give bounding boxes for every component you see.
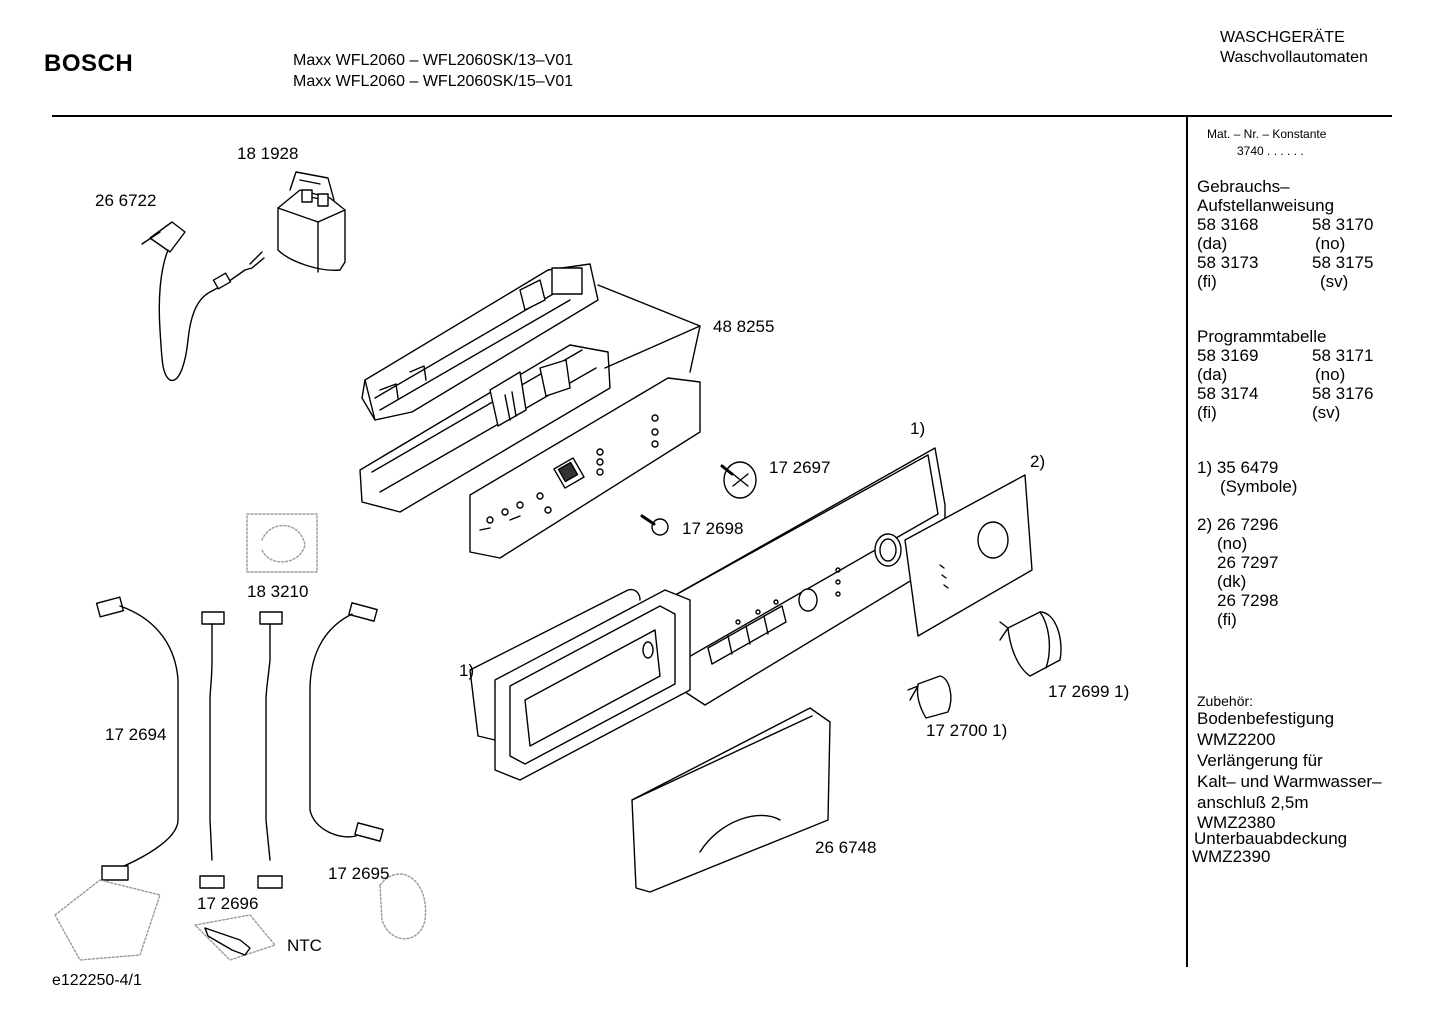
label-part-172697: 17 2697 — [769, 458, 831, 477]
reference-sketches — [54, 513, 427, 961]
exploded-parts-drawing — [54, 171, 1062, 961]
accessory-item: Unterbauabdeckung — [1194, 829, 1348, 848]
label-part-183210: 18 3210 — [247, 582, 309, 601]
module-tray-drawing — [359, 344, 611, 513]
manual-row: 58 3175 — [1312, 253, 1374, 272]
manual-title-1: Gebrauchs– — [1197, 177, 1290, 196]
label-part-488255: 48 8255 — [713, 317, 775, 336]
note2-line: 26 7297 — [1217, 553, 1279, 572]
manual-row: (da) — [1197, 234, 1228, 253]
program-row: 58 3171 — [1312, 346, 1374, 365]
label-ref-1a: 1) — [910, 419, 926, 438]
manual-row: (fi) — [1197, 272, 1217, 291]
label-part-172699: 17 2699 1) — [1048, 682, 1130, 701]
manual-row: 58 3170 — [1312, 215, 1374, 234]
program-row: 58 3176 — [1312, 384, 1374, 403]
note2-line: (no) — [1217, 534, 1248, 553]
accessories-title: Zubehör: — [1197, 693, 1254, 709]
brand-logo: BOSCH — [44, 50, 134, 77]
mat-nr-value: 3740 . . . . . . — [1237, 144, 1304, 158]
manual-row: 58 3173 — [1197, 253, 1259, 272]
cable-harness-drawing — [95, 596, 384, 889]
manual-title-2: Aufstellanweisung — [1197, 196, 1335, 215]
ntc-sensor-drawing — [204, 927, 251, 956]
note1-line: 1) 35 6479 — [1197, 458, 1279, 477]
label-ref-2: 2) — [1030, 452, 1046, 471]
manual-row: 58 3168 — [1197, 215, 1259, 234]
program-row: (fi) — [1197, 403, 1217, 422]
drawing-id: e122250-4/1 — [52, 972, 142, 989]
label-part-181928: 18 1928 — [237, 144, 299, 163]
model-line-2: Maxx WFL2060 – WFL2060SK/15–V01 — [293, 73, 574, 90]
part-leader-lines — [597, 284, 701, 373]
label-part-266722: 26 6722 — [95, 191, 157, 210]
label-ref-1b: 1) — [459, 661, 475, 680]
note2-line: (dk) — [1217, 572, 1247, 591]
control-board-drawing — [469, 377, 701, 559]
drawer-frame-drawing — [469, 588, 691, 781]
accessory-item: WMZ2200 — [1197, 730, 1276, 749]
label-part-172698: 17 2698 — [682, 519, 744, 538]
note2-line: (fi) — [1217, 610, 1237, 629]
program-row: (da) — [1197, 365, 1228, 384]
program-row: (sv) — [1312, 403, 1341, 422]
manual-row: (no) — [1315, 234, 1346, 253]
program-row: 58 3174 — [1197, 384, 1259, 403]
accessory-item: anschluß 2,5m — [1197, 793, 1309, 812]
accessory-item: Bodenbefestigung — [1197, 709, 1335, 728]
knob-shaft-drawing — [720, 461, 757, 499]
accessory-item: Verlängerung für — [1197, 751, 1323, 770]
sidebar-divider — [1186, 117, 1188, 967]
control-panel-drawing — [669, 447, 946, 706]
symbol-foil-drawing — [904, 474, 1033, 637]
accessory-item: WMZ2390 — [1192, 847, 1271, 866]
filter-drawing — [277, 171, 346, 273]
model-line-1: Maxx WFL2060 – WFL2060SK/13–V01 — [293, 52, 574, 69]
label-part-172694: 17 2694 — [105, 725, 167, 744]
module-frame-drawing — [361, 263, 599, 421]
program-title: Programmtabelle — [1197, 327, 1327, 346]
label-part-172696: 17 2696 — [197, 894, 259, 913]
mat-nr-label: Mat. – Nr. – Konstante — [1207, 127, 1327, 141]
drawer-front-drawing — [631, 707, 831, 893]
program-row: (no) — [1315, 365, 1346, 384]
knob-large-drawing — [999, 611, 1062, 677]
spring-drawing — [640, 514, 669, 536]
category-title: WASCHGERÄTE — [1220, 29, 1345, 46]
label-part-172700: 17 2700 1) — [926, 721, 1008, 740]
manual-row: (sv) — [1320, 272, 1349, 291]
note1-line: (Symbole) — [1220, 477, 1298, 496]
label-part-172695: 17 2695 — [328, 864, 390, 883]
note2-line: 2) 26 7296 — [1197, 515, 1279, 534]
knob-small-drawing — [907, 675, 952, 719]
label-ntc: NTC — [287, 936, 322, 955]
note2-line: 26 7298 — [1217, 591, 1279, 610]
category-subtitle: Waschvollautomaten — [1220, 49, 1368, 66]
power-cord-drawing — [141, 221, 265, 381]
label-part-266748: 26 6748 — [815, 838, 877, 857]
accessory-item: WMZ2380 — [1197, 813, 1276, 832]
header-divider — [52, 115, 1392, 117]
program-row: 58 3169 — [1197, 346, 1259, 365]
accessory-item: Kalt– und Warmwasser– — [1197, 772, 1382, 791]
